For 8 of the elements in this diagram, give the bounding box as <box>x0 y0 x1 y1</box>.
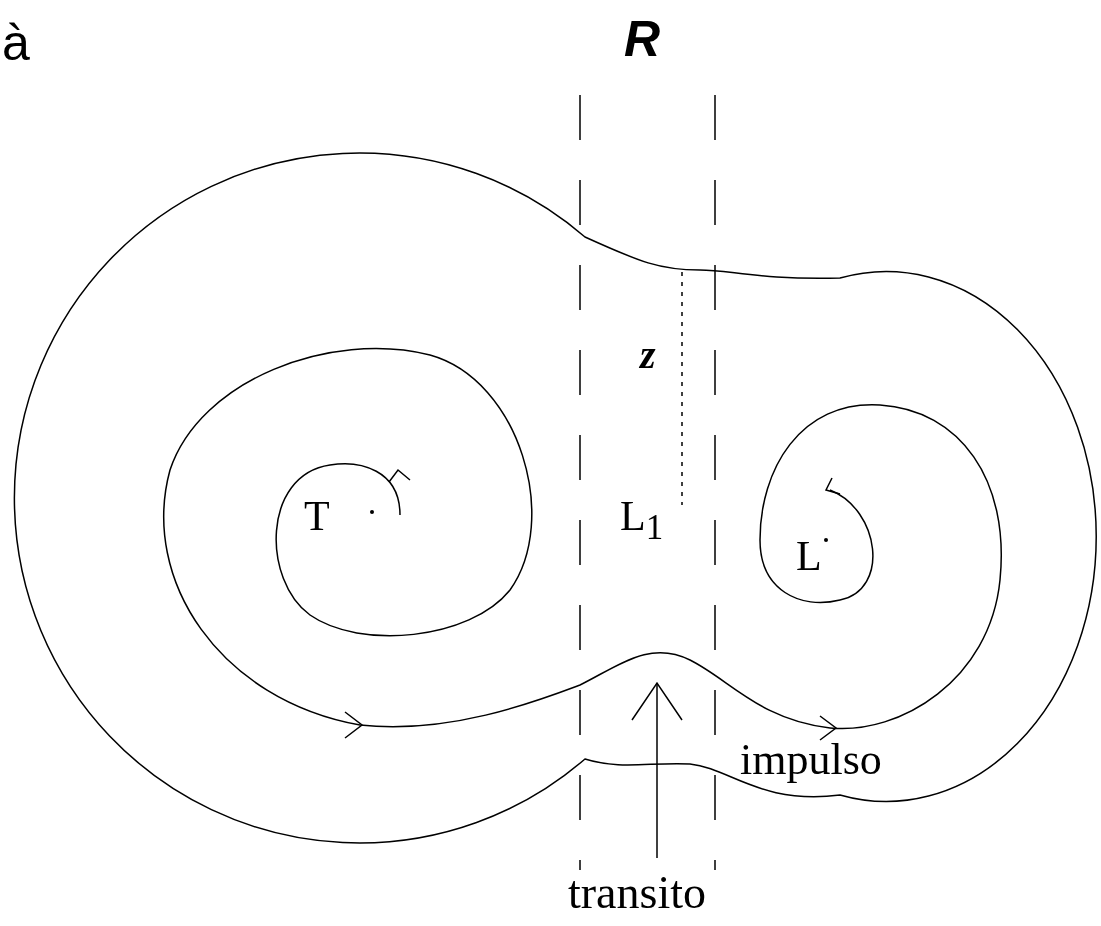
region-label: R <box>624 14 661 64</box>
distance-label: z <box>640 335 656 375</box>
body-label: T <box>304 495 330 537</box>
body-label: L <box>796 535 822 577</box>
trajectory-label: transito <box>568 870 706 916</box>
axis-label: à <box>2 18 30 68</box>
trajectory-label: impulso <box>740 738 882 782</box>
point-label: L$_{1}$ <box>620 495 664 546</box>
